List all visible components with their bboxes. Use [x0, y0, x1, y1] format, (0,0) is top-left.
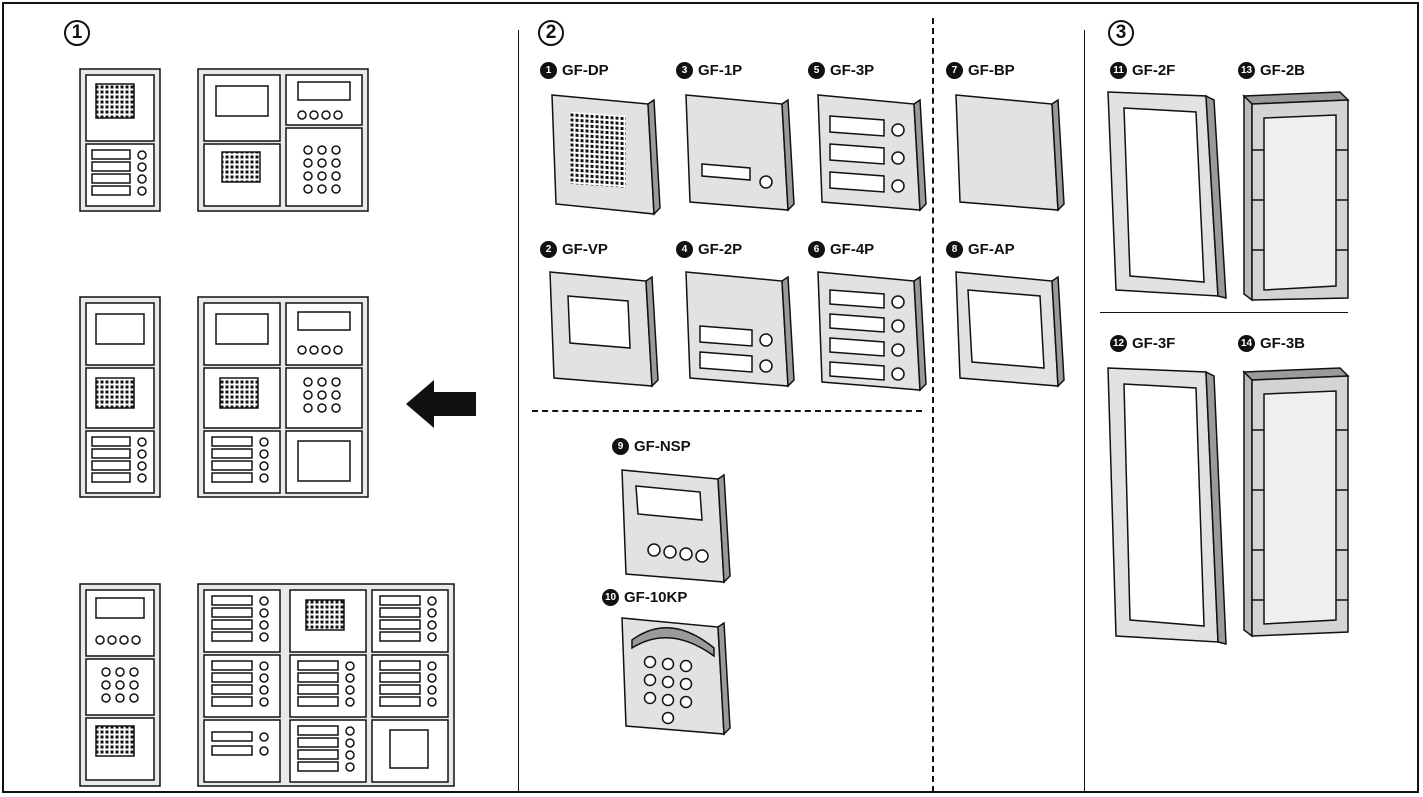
- part-code: GF-3P: [830, 62, 875, 79]
- part-code: GF-2B: [1260, 62, 1305, 79]
- section-marker-2: 2: [538, 20, 564, 46]
- part-badge: 13: [1238, 62, 1255, 79]
- part-badge: 3: [676, 62, 693, 79]
- arrow-left-icon: [406, 380, 476, 428]
- part-label-gf-10kp: 10 GF-10KP: [602, 589, 687, 606]
- part-label-gf-3b: 14 GF-3B: [1238, 335, 1305, 352]
- part-label-gf-vp: 2 GF-VP: [540, 241, 608, 258]
- part-code: GF-10KP: [624, 589, 688, 606]
- part-badge: 6: [808, 241, 825, 258]
- part-badge: 8: [946, 241, 963, 258]
- part-badge: 1: [540, 62, 557, 79]
- part-badge: 12: [1110, 335, 1127, 352]
- section-marker-1: 1: [64, 20, 90, 46]
- part-code: GF-NSP: [634, 438, 691, 455]
- part-code: GF-VP: [562, 241, 608, 258]
- part-badge: 11: [1110, 62, 1127, 79]
- part-badge: 2: [540, 241, 557, 258]
- part-label-gf-2f: 11 GF-2F: [1110, 62, 1175, 79]
- part-badge: 7: [946, 62, 963, 79]
- panel-gf-dp-illustration: [551, 94, 661, 216]
- frame-gf-3f-illustration: [1107, 367, 1227, 645]
- part-badge: 14: [1238, 335, 1255, 352]
- panel-gf-ap-illustration: [955, 271, 1065, 388]
- part-code: GF-3F: [1132, 335, 1176, 352]
- part-label-gf-4p: 6 GF-4P: [808, 241, 874, 258]
- panel-gf-10kp-illustration: [621, 617, 731, 736]
- part-code: GF-2F: [1132, 62, 1176, 79]
- part-badge: 4: [676, 241, 693, 258]
- part-code: GF-3B: [1260, 335, 1305, 352]
- part-label-gf-2b: 13 GF-2B: [1238, 62, 1305, 79]
- panel-gf-3p-illustration: [817, 94, 927, 212]
- panel-gf-4p-illustration: [817, 271, 927, 392]
- part-label-gf-1p: 3 GF-1P: [676, 62, 742, 79]
- panel-gf-vp-illustration: [549, 271, 659, 388]
- part-code: GF-AP: [968, 241, 1015, 258]
- part-code: GF-DP: [562, 62, 609, 79]
- divider-section-1-2: [518, 30, 519, 792]
- part-label-gf-bp: 7 GF-BP: [946, 62, 1015, 79]
- panel-gf-1p-illustration: [685, 94, 795, 212]
- divider-frames: [1100, 312, 1348, 313]
- panel-gf-bp-illustration: [955, 94, 1065, 212]
- divider-section-2-3: [1084, 30, 1085, 792]
- panel-gf-2p-illustration: [685, 271, 795, 388]
- backbox-gf-2b-illustration: [1242, 91, 1350, 302]
- part-label-gf-3f: 12 GF-3F: [1110, 335, 1175, 352]
- part-code: GF-1P: [698, 62, 743, 79]
- part-code: GF-BP: [968, 62, 1015, 79]
- part-badge: 10: [602, 589, 619, 606]
- part-code: GF-4P: [830, 241, 875, 258]
- divider-section-2-7: [932, 18, 934, 792]
- part-label-gf-3p: 5 GF-3P: [808, 62, 874, 79]
- part-label-gf-nsp: 9 GF-NSP: [612, 438, 691, 455]
- divider-panels-accessories: [532, 410, 922, 412]
- part-badge: 5: [808, 62, 825, 79]
- section-marker-3: 3: [1108, 20, 1134, 46]
- part-label-gf-ap: 8 GF-AP: [946, 241, 1015, 258]
- backbox-gf-3b-illustration: [1242, 367, 1350, 638]
- part-label-gf-dp: 1 GF-DP: [540, 62, 609, 79]
- part-code: GF-2P: [698, 241, 743, 258]
- part-label-gf-2p: 4 GF-2P: [676, 241, 742, 258]
- part-badge: 9: [612, 438, 629, 455]
- frame-gf-2f-illustration: [1107, 91, 1227, 299]
- panel-gf-nsp-illustration: [621, 469, 731, 584]
